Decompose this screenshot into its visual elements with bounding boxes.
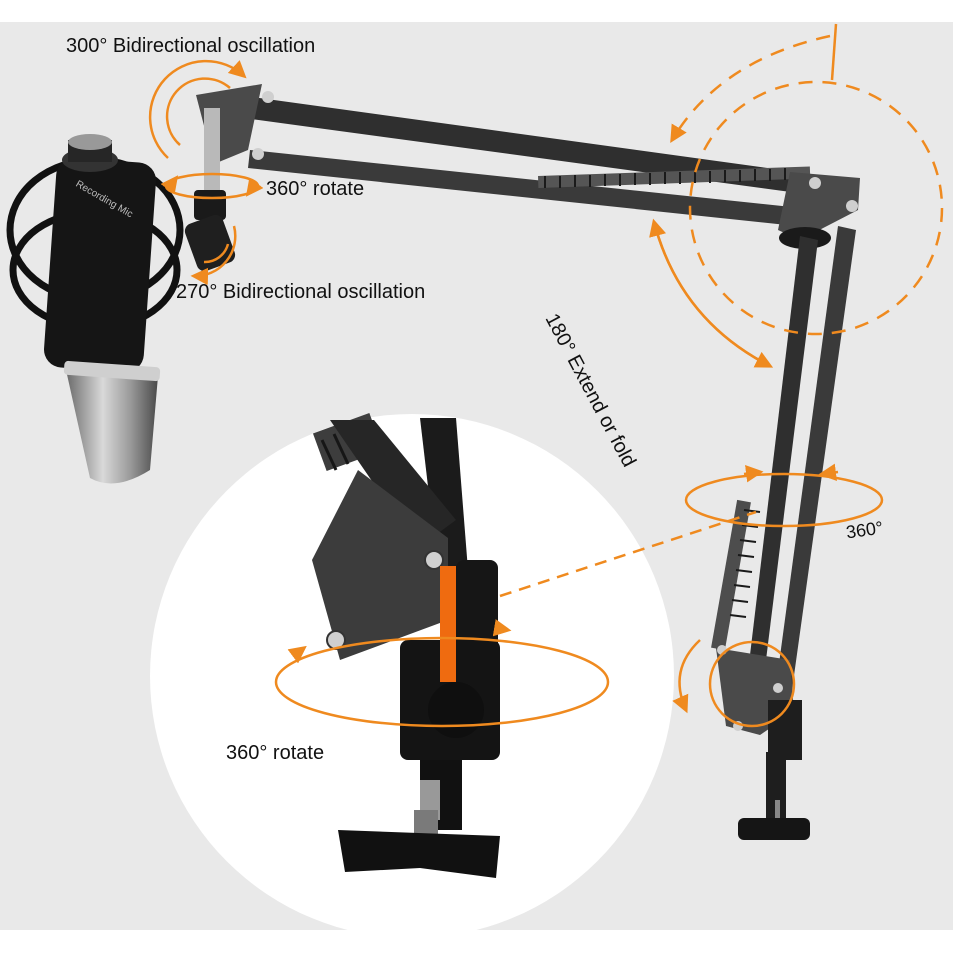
base-rotate-label: 360° rotate [226, 742, 325, 764]
lower-arm [711, 226, 856, 840]
mid-oscillation-label: 270° Bidirectional oscillation [176, 281, 426, 303]
motion-arrows [148, 23, 944, 728]
inset-clamp-detail [312, 412, 500, 878]
top-oscillation-label: 300° Bidirectional oscillation [66, 35, 316, 57]
top-rotate-label: 360° rotate [266, 178, 365, 200]
upper-arm [196, 84, 860, 249]
